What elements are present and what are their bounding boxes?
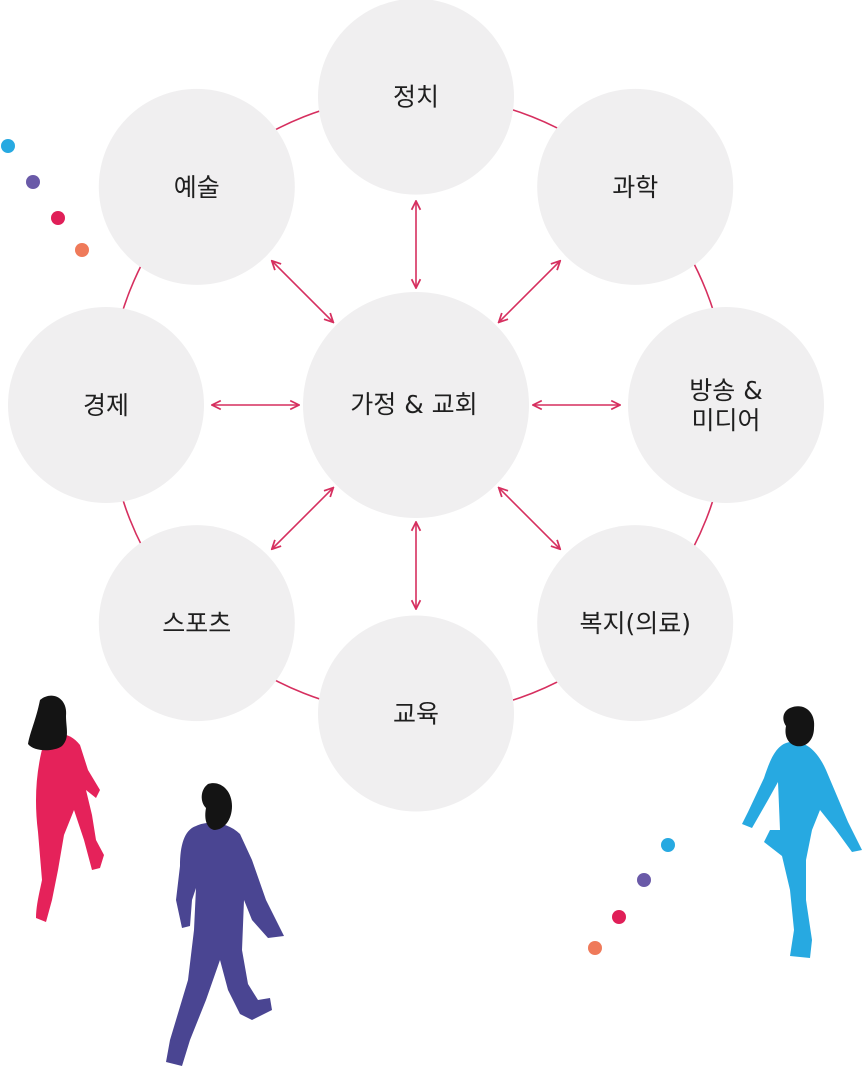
sphere-label-line: 미디어 (691, 406, 760, 435)
sphere-circles (8, 0, 824, 812)
trail-dot-red (612, 910, 626, 924)
arrow-center-science (499, 261, 561, 323)
sphere-circle-welfare (537, 525, 734, 722)
trail-dot-orange (588, 941, 602, 955)
arrow-center-welfare (499, 488, 561, 550)
connection-arrows (212, 201, 620, 609)
sphere-label-line: 방송 & (689, 376, 762, 405)
sphere-label-line: 스포츠 (162, 609, 231, 638)
sphere-label-line: 예술 (174, 173, 220, 202)
walking-woman-pink (28, 695, 104, 922)
walking-man-blue (742, 706, 862, 958)
center-sphere: 가정 & 교회 (350, 390, 477, 419)
sphere-circle-education (318, 615, 514, 812)
sphere-label-welfare: 복지(의료) (579, 609, 691, 638)
sphere-circle-science (537, 88, 734, 285)
sphere-label-line: 경제 (83, 391, 129, 420)
sphere-circle-media (628, 307, 824, 503)
arrow-center-art (272, 261, 334, 323)
sphere-label-media: 방송 &미디어 (689, 376, 762, 435)
dot-trail-bottom-right (588, 838, 675, 955)
trail-dot-blue (661, 838, 675, 852)
sphere-label-sports: 스포츠 (162, 609, 231, 638)
center-circle (303, 292, 529, 518)
sphere-circle-economy (8, 307, 204, 503)
sphere-label-line: 정치 (393, 83, 439, 112)
sphere-label-line: 과학 (612, 173, 658, 202)
trail-dot-purple (637, 873, 651, 887)
trail-dot-red (51, 211, 65, 225)
sphere-label-line: 교육 (393, 700, 439, 729)
trail-dot-purple (26, 175, 40, 189)
sphere-circle-art (98, 88, 295, 285)
sphere-circle-sports (98, 525, 295, 722)
sphere-label-art: 예술 (174, 173, 220, 202)
walking-man-purple (166, 783, 284, 1066)
sphere-label-science: 과학 (612, 173, 658, 202)
dot-trail-top-left (1, 139, 89, 257)
sphere-label-education: 교육 (393, 700, 439, 729)
sphere-circle-politics (318, 0, 514, 195)
sphere-label-line: 복지(의료) (579, 609, 691, 638)
trail-dot-orange (75, 243, 89, 257)
center-sphere-label: 가정 & 교회 (350, 390, 477, 419)
trail-dot-blue (1, 139, 15, 153)
arrow-center-sports (272, 488, 334, 550)
sphere-label-politics: 정치 (393, 83, 439, 112)
sphere-label-economy: 경제 (83, 391, 129, 420)
